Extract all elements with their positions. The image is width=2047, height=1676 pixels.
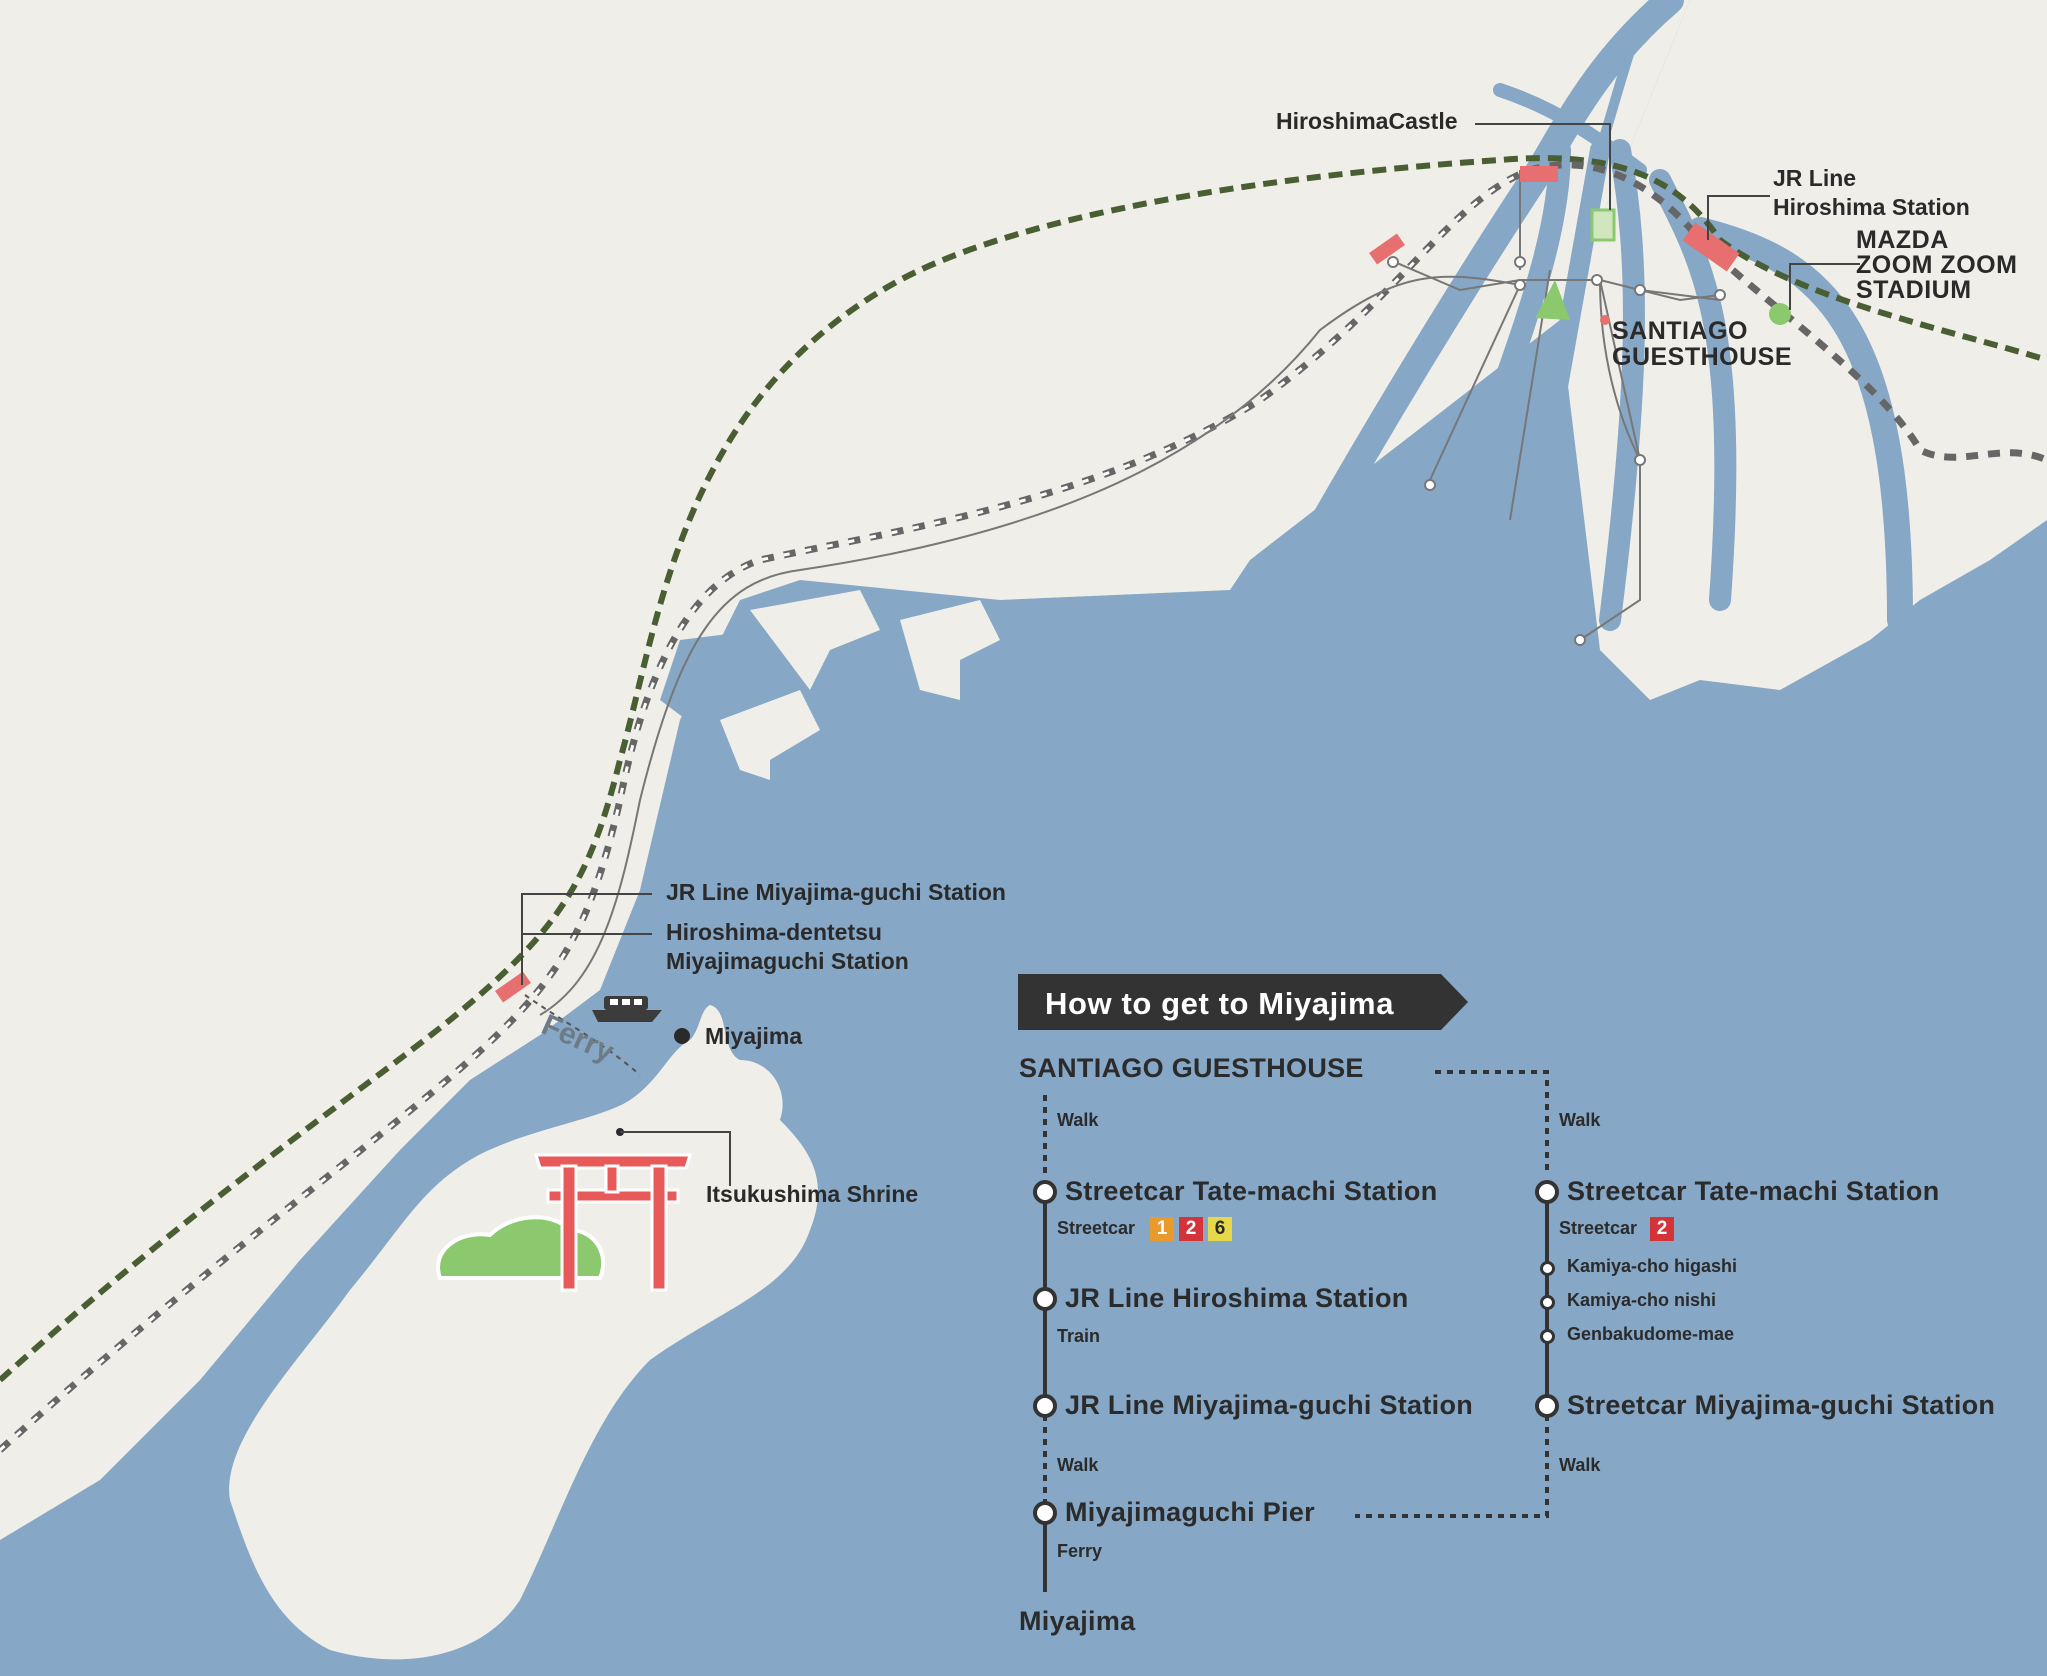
label-hiroshima-station: Hiroshima Station bbox=[1773, 194, 1970, 220]
node-right-stop3 bbox=[1540, 1329, 1555, 1344]
streetcar-badge-2: 2 bbox=[1179, 1217, 1203, 1241]
node-right-stop2 bbox=[1540, 1295, 1555, 1310]
node-left-pier bbox=[1033, 1501, 1057, 1525]
right-stop-2: Kamiya-cho nishi bbox=[1567, 1290, 1717, 1310]
ferry-route bbox=[524, 994, 641, 1076]
right-station-1: Streetcar Tate-machi Station bbox=[1567, 1176, 1940, 1206]
guide-title: How to get to Miyajima bbox=[1045, 986, 1395, 1021]
left-pier: Miyajimaguchi Pier bbox=[1065, 1497, 1315, 1527]
ferry-boat-icon bbox=[592, 996, 662, 1022]
right-streetcar-label: Streetcar bbox=[1559, 1218, 1638, 1238]
label-itsukushima-shrine: Itsukushima Shrine bbox=[706, 1181, 919, 1207]
left-ferry: Ferry bbox=[1057, 1541, 1103, 1561]
guide-start: SANTIAGO GUESTHOUSE bbox=[1019, 1053, 1364, 1083]
node-left-station1 bbox=[1033, 1180, 1057, 1204]
node-right-station2 bbox=[1535, 1394, 1559, 1418]
node-right-station1 bbox=[1535, 1180, 1559, 1204]
label-hiroshima-castle: HiroshimaCastle bbox=[1276, 108, 1458, 134]
right-stop-1: Kamiya-cho higashi bbox=[1567, 1256, 1738, 1276]
node-right-stop1 bbox=[1540, 1261, 1555, 1276]
tram-stops bbox=[1387, 256, 1726, 646]
left-train: Train bbox=[1057, 1326, 1101, 1346]
park-icon bbox=[1535, 280, 1570, 320]
label-dentetsu-1: Hiroshima-dentetsu bbox=[666, 919, 882, 945]
right-streetcar-badge-2: 2 bbox=[1650, 1217, 1674, 1241]
right-walk-2: Walk bbox=[1559, 1455, 1601, 1475]
left-station-2: JR Line Hiroshima Station bbox=[1065, 1283, 1409, 1313]
streetcar-badge-6: 6 bbox=[1208, 1217, 1232, 1241]
mainland-east bbox=[1560, 0, 2047, 700]
left-station-3: JR Line Miyajima-guchi Station bbox=[1065, 1390, 1474, 1420]
left-walk-2: Walk bbox=[1057, 1455, 1099, 1475]
torii-gate-icon bbox=[533, 1153, 693, 1292]
label-mazda-1: MAZDA bbox=[1856, 226, 1949, 254]
label-jr-line: JR Line bbox=[1773, 165, 1857, 191]
label-dentetsu-2: Miyajimaguchi Station bbox=[666, 948, 909, 974]
guesthouse-marker-icon bbox=[1600, 315, 1610, 325]
label-santiago-2: GUESTHOUSE bbox=[1612, 343, 1793, 371]
right-stop-3: Genbakudome-mae bbox=[1567, 1324, 1735, 1344]
label-jr-miyajimaguchi: JR Line Miyajima-guchi Station bbox=[666, 879, 1006, 905]
left-walk-1: Walk bbox=[1057, 1110, 1099, 1130]
right-station-2: Streetcar Miyajima-guchi Station bbox=[1567, 1390, 1996, 1420]
pier-3 bbox=[720, 690, 820, 780]
right-walk-1: Walk bbox=[1559, 1110, 1601, 1130]
node-left-station3 bbox=[1033, 1394, 1057, 1418]
label-miyajima: Miyajima bbox=[705, 1023, 803, 1049]
label-mazda-2: ZOOM ZOOM bbox=[1856, 251, 2018, 279]
castle-park-icon bbox=[1590, 208, 1616, 242]
stadium-icon bbox=[1769, 303, 1791, 325]
rivers bbox=[1266, 0, 1913, 633]
dentetsu-line-pattern bbox=[0, 168, 1531, 1452]
guide-banner: How to get to Miyajima bbox=[1018, 974, 1468, 1030]
leader-lines bbox=[521, 123, 1860, 1186]
guide-end: Miyajima bbox=[1019, 1606, 1136, 1636]
pier-2 bbox=[900, 600, 1000, 700]
miyajima-dot-icon bbox=[674, 1028, 690, 1044]
label-mazda-3: STADIUM bbox=[1856, 276, 1972, 304]
label-santiago-1: SANTIAGO bbox=[1612, 317, 1748, 345]
left-streetcar-label: Streetcar bbox=[1057, 1218, 1136, 1238]
left-station-1: Streetcar Tate-machi Station bbox=[1065, 1176, 1438, 1206]
pier-1 bbox=[750, 590, 880, 690]
node-left-station2 bbox=[1033, 1287, 1057, 1311]
streetcar-badge-1: 1 bbox=[1150, 1217, 1174, 1241]
